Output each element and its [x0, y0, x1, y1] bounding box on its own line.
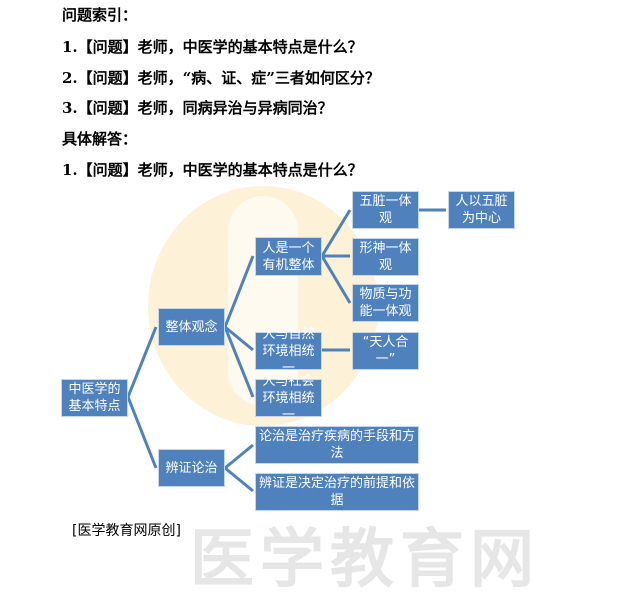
answer-question: 1.【问题】老师，中医学的基本特点是什么？ — [62, 161, 363, 179]
node-differentiation: 辨证是决定治疗的前提和依据 — [255, 473, 419, 511]
diagram-links — [126, 208, 446, 493]
node-syndrome: 辨证论治 — [158, 449, 225, 487]
question-3: 3.【问题】老师，同病异治与异病同治？ — [62, 99, 333, 117]
watermark-logo-inner — [228, 196, 298, 406]
node-zang: 五脏一体观 — [352, 191, 419, 229]
node-organic: 人是一个有机整体 — [255, 237, 322, 276]
node-society: 人与社会环境相统一 — [255, 374, 322, 423]
node-treatment: 论治是治疗疾病的手段和方法 — [255, 426, 419, 464]
node-zang-center: 人以五脏为中心 — [448, 191, 515, 229]
question-1: 1.【问题】老师，中医学的基本特点是什么？ — [62, 38, 363, 56]
question-2: 2.【问题】老师，“病、证、症”三者如何区分？ — [62, 69, 380, 87]
node-nature: 人与自然环境相统一 — [255, 327, 322, 376]
node-heaven-man: “天人合一” — [352, 332, 419, 370]
node-root: 中医学的基本特点 — [61, 379, 128, 417]
answer-title: 具体解答： — [62, 130, 138, 148]
node-holistic: 整体观念 — [158, 308, 225, 346]
node-matter-function: 物质与功能一体观 — [352, 284, 419, 322]
node-form-spirit: 形神一体观 — [352, 238, 419, 276]
index-title: 问题索引： — [62, 6, 138, 24]
caption: [医学教育网原创] — [72, 523, 181, 539]
